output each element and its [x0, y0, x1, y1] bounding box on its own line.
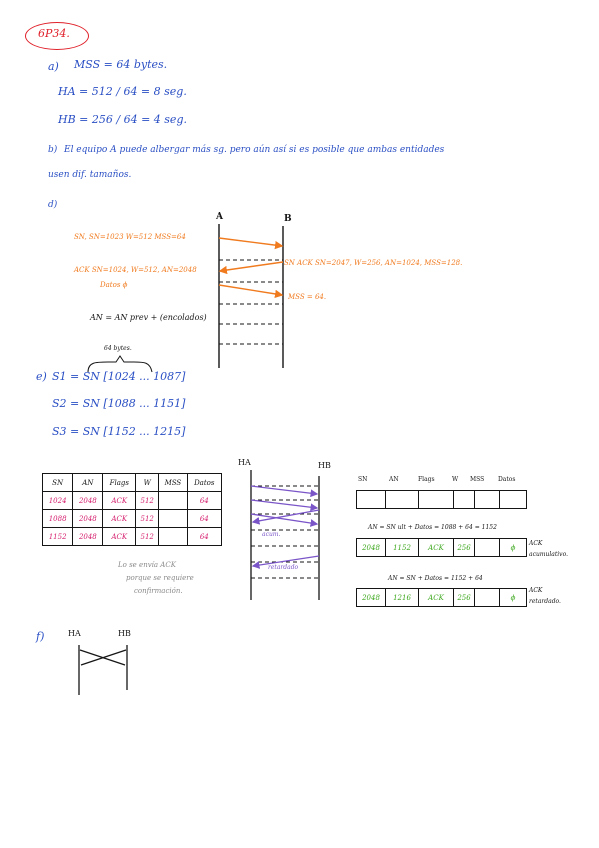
row2-label-ack: ACK — [529, 587, 543, 594]
host-a-label: A — [216, 212, 223, 222]
host-b-label: B — [284, 214, 292, 224]
right-empty-row — [356, 490, 527, 509]
table-header-row: SN AN Flags W MSS Datos — [41, 473, 223, 492]
table-row: 1152 2048 ACK 512 64 — [41, 527, 223, 546]
right-header-mss: MSS — [470, 476, 485, 483]
brace — [87, 355, 153, 373]
brace-label: 64 bytes. — [104, 345, 132, 352]
handshake-msg-2: SN ACK SN=2047, W=256, AN=1024, MSS=128. — [284, 259, 463, 267]
handshake-msg-3-data: Datos ϕ — [100, 281, 128, 289]
middle-host-b: HB — [318, 461, 331, 470]
handshake-msg-3: ACK SN=1024, W=512, AN=2048 — [74, 266, 197, 274]
part-b-label: b) — [48, 145, 58, 155]
exercise-title: 6P34. — [38, 27, 70, 40]
table-cell: 2048 — [72, 527, 104, 546]
part-a-mss: MSS = 64 bytes. — [74, 58, 168, 71]
table-cell — [499, 490, 527, 509]
right-header-an: AN — [389, 476, 399, 483]
middle-timeline — [250, 470, 320, 600]
part-f-label: f) — [36, 630, 45, 643]
segment-s2: S2 = SN [1088 ... 1151] — [52, 397, 186, 410]
row2-label-type: retardado. — [529, 598, 561, 605]
exercise-title-circle — [25, 22, 89, 50]
table-note-2: porque se requiere — [126, 574, 194, 582]
table-row: 1088 2048 ACK 512 64 — [41, 509, 223, 528]
right-row-retardado: 2048 1216 ACK 256 ϕ — [356, 588, 527, 607]
part-a-hb: HB = 256 / 64 = 4 seg. — [58, 113, 187, 126]
handshake-timeline — [218, 224, 284, 368]
segment-s3: S3 = SN [1152 ... 1215] — [52, 425, 186, 438]
right-header-w: W — [452, 476, 459, 483]
handshake-msg-1: SN, SN=1023 W=512 MSS=64 — [74, 233, 186, 241]
part-a-ha: HA = 512 / 64 = 8 seg. — [58, 85, 187, 98]
table-cell: ϕ — [499, 538, 527, 557]
handshake-msg-4: MSS = 64. — [288, 293, 327, 301]
table-note-1: Lo se envía ACK — [118, 561, 176, 569]
table-row: 2048 1216 ACK 256 ϕ — [356, 588, 527, 607]
row1-label-ack: ACK — [529, 540, 543, 547]
table-cell: ϕ — [499, 588, 527, 607]
part-d-label: d) — [48, 200, 58, 210]
segments-table: SN AN Flags W MSS Datos 1024 2048 ACK 51… — [41, 473, 223, 546]
part-f-host-a: HA — [68, 629, 81, 638]
right-header-flags: Flags — [418, 476, 435, 483]
part-e-label: e) — [36, 370, 47, 383]
part-b-line2: usen dif. tamaños. — [48, 170, 132, 180]
an-formula-note: AN = AN prev + (encolados) — [90, 313, 207, 322]
acum-label: acum. — [262, 531, 281, 538]
table-cell: 256 — [453, 588, 475, 607]
segment-s1: S1 = SN [1024 ... 1087] — [52, 370, 186, 383]
part-a-label: a) — [48, 60, 59, 73]
table-row — [356, 490, 527, 509]
table-row: 2048 1152 ACK 256 ϕ — [356, 538, 527, 557]
right-row-acumulativo: 2048 1152 ACK 256 ϕ — [356, 538, 527, 557]
table-cell: 256 — [453, 538, 475, 557]
part-f-host-b: HB — [118, 629, 131, 638]
retardado-label: retardado — [268, 564, 299, 571]
right-header-sn: SN — [358, 476, 368, 483]
formula-acum: AN = SN ult + Datos = 1088 + 64 = 1152 — [368, 524, 497, 531]
right-header-datos: Datos — [498, 476, 516, 483]
table-cell: ACK — [418, 588, 454, 607]
formula-retardado: AN = SN + Datos = 1152 + 64 — [388, 575, 483, 582]
table-note-3: confirmación. — [134, 587, 183, 595]
part-b-line1: El equipo A puede albergar más sg. pero … — [64, 145, 445, 155]
row1-label-type: acumulativo. — [529, 551, 568, 558]
middle-host-a: HA — [238, 458, 251, 467]
table-cell: 1216 — [385, 588, 419, 607]
table-cell: 64 — [186, 491, 223, 510]
table-cell: 64 — [186, 527, 223, 546]
crossing-diagram — [78, 645, 128, 695]
